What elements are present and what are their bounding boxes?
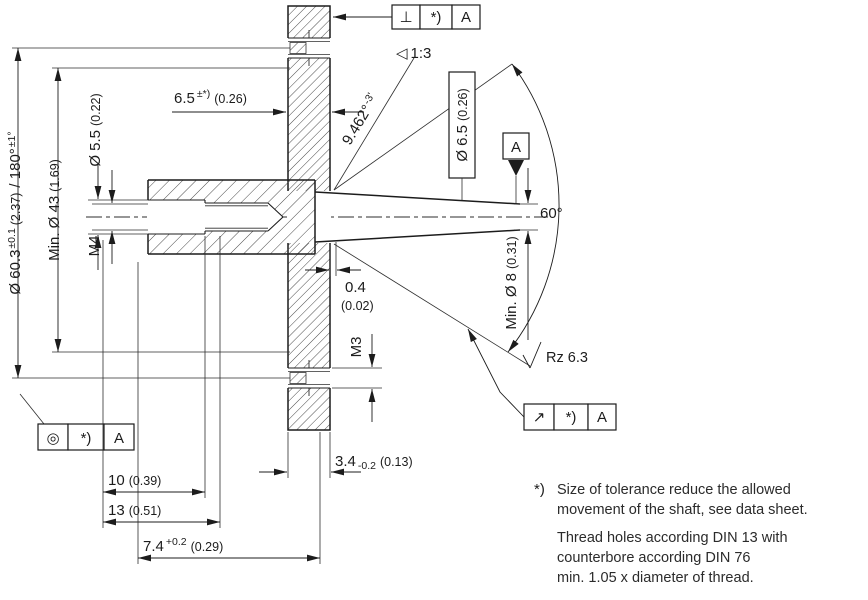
- counterbore-diameter-text: Ø 5.5(0.22): [87, 93, 104, 166]
- frame-surface: ↗ *) A: [467, 328, 617, 431]
- cone-angle-label: 60°: [540, 205, 563, 222]
- dim-counterbore-diameter: Ø 5.5(0.22): [87, 93, 148, 270]
- footnotes: *) Size of tolerance reduce the allowed …: [534, 481, 808, 586]
- surface-datum: A: [597, 409, 607, 426]
- label-taper-ratio: ◁1:3: [396, 45, 431, 62]
- thread-bore-outline: [205, 202, 284, 232]
- dim-gauge-diameter: Ø 6.5(0.26): [448, 71, 476, 200]
- dim-gap: 0.4 (0.02): [305, 242, 374, 313]
- dim-flange-thickness: 3.4-0.2(0.13): [259, 432, 413, 478]
- mounting-circle-text: Ø 60.3±0.1(2.37)/ 180°±1°: [6, 131, 24, 294]
- gauge-diameter-text: Ø 6.5(0.26): [454, 88, 471, 161]
- dim-hub-depth: 6.5±*)(0.26): [172, 88, 364, 116]
- thread-depth-text: 13(0.51): [108, 502, 161, 519]
- datum-flag-label: A: [511, 139, 521, 156]
- surface-value: *): [566, 409, 577, 426]
- footnote-line-5: min. 1.05 x diameter of thread.: [557, 570, 754, 586]
- hub-depth-text: 6.5±*)(0.26): [174, 88, 247, 107]
- counterbore-depth-text: 10(0.39): [108, 472, 161, 489]
- datum-triangle-icon: [508, 160, 524, 176]
- roughness-label: Rz 6.3: [546, 350, 588, 366]
- dim-counterbore-depth: 10(0.39): [102, 236, 206, 528]
- taper-ratio-text: ◁1:3: [396, 45, 431, 62]
- footnote-line-4: counterbore according DIN 76: [557, 550, 750, 566]
- taper-shaft: [314, 191, 521, 243]
- dim-mounting-circle: Ø 60.3±0.1(2.37)/ 180°±1°: [6, 47, 290, 379]
- footnote-marker: *): [534, 481, 545, 498]
- concentricity-icon: ◎: [46, 430, 59, 447]
- footnote-line-3: Thread holes according DIN 13 with: [557, 530, 788, 546]
- perpendicularity-icon: ⊥: [399, 9, 412, 26]
- footnote-line-1: Size of tolerance reduce the allowed: [557, 482, 791, 498]
- dim-shaft-end-diameter: Min. Ø 8(0.31): [503, 168, 538, 340]
- footnote-line-2: movement of the shaft, see data sheet.: [557, 502, 808, 518]
- taper-angle-text: 9.462°-3': [338, 91, 382, 148]
- thread-m3-label: M3: [348, 337, 365, 358]
- datum-flag: A: [502, 132, 530, 203]
- perpendicularity-datum: A: [461, 9, 471, 26]
- dim-thread-m4: M4: [86, 170, 148, 264]
- dim-taper-angle: 9.462°-3': [338, 91, 382, 148]
- surface-roughness: Rz 6.3: [522, 341, 588, 369]
- shaft-end-diameter-text: Min. Ø 8(0.31): [503, 236, 520, 329]
- frame-runout: ◎ *) A: [19, 393, 135, 451]
- runout-datum: A: [114, 430, 124, 447]
- dim-clearance-circle: Min. Ø 43(1.69): [46, 67, 290, 353]
- surface-arrow-icon: ↗: [533, 409, 546, 426]
- gap-value: 0.4: [345, 279, 366, 296]
- perpendicularity-value: *): [431, 9, 442, 26]
- shaft-hub-section: [147, 179, 316, 255]
- flange-thickness-text: 3.4-0.2(0.13): [335, 453, 413, 472]
- runout-value: *): [81, 430, 92, 447]
- dim-shaft-length: 7.4+0.2(0.29): [137, 262, 321, 564]
- gap-inch: (0.02): [341, 299, 374, 313]
- shaft-length-text: 7.4+0.2(0.29): [143, 536, 223, 555]
- frame-perpendicularity: ⊥ *) A: [333, 4, 481, 30]
- dim-thread-m3: M3: [332, 334, 382, 422]
- thread-m4-label: M4: [86, 236, 103, 257]
- dim-thread-depth: 13(0.51): [103, 236, 221, 528]
- clearance-circle-text: Min. Ø 43(1.69): [46, 159, 63, 261]
- cone-angle-construction: 60°: [333, 57, 563, 367]
